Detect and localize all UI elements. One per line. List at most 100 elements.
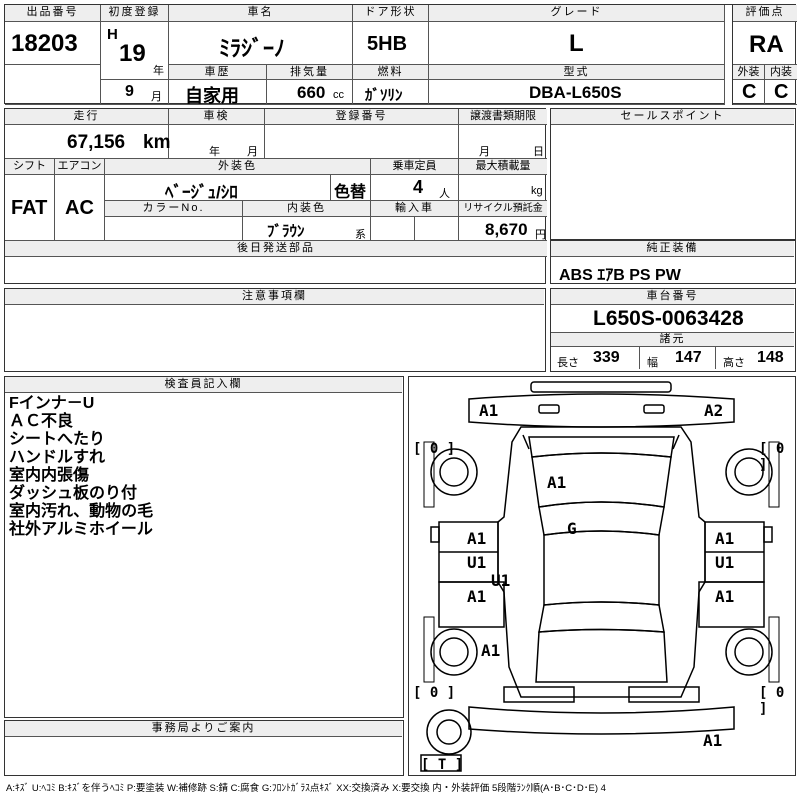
displacement-unit: cc [333, 89, 344, 101]
inspector-note: ハンドルすれ [9, 449, 106, 466]
tire-front-right: [ 0 ] [759, 441, 785, 473]
spare-tire: [ T ] [421, 757, 464, 773]
int-color-cell: ﾌﾞﾗｳﾝ 系 [243, 217, 371, 241]
header-gap [725, 5, 733, 105]
door-cell: 5HB [353, 22, 429, 65]
chassis-number: L650S-0063428 [593, 307, 744, 330]
mileage-cell: 67,156 km [5, 125, 170, 159]
length-label: 長さ [557, 357, 579, 369]
notes-block: 注意事項欄 [4, 288, 546, 372]
transfer-header: 譲渡書類期限 [459, 109, 547, 125]
history: 自家用 [185, 86, 239, 106]
color-change: 色替 [334, 184, 367, 201]
damage-hood: A1 [547, 473, 567, 492]
reg-number-header: 登録番号 [265, 109, 459, 125]
equipment: ABS ｴｱB PS PW [559, 267, 681, 284]
fuel-cell: ｶﾞｿﾘﾝ [353, 80, 429, 105]
vehicle-details-block: 走行 車検 登録番号 譲渡書類期限 67,156 km 年 月 月 日 シフト … [4, 108, 547, 284]
door-header: ドア形状 [353, 5, 429, 22]
inspector-note: 社外アルミホイール [9, 521, 153, 538]
damage-left-front-door-a: A1 [467, 529, 487, 548]
color-no-cell [105, 217, 243, 241]
tire-rear-right: [ 0 ] [759, 685, 785, 717]
inspector-note: ＡＣ不良 [9, 413, 74, 430]
inspector-note: ダッシュ板のり付 [9, 485, 138, 502]
ac: AC [65, 197, 94, 219]
recycle-cell: 8,670 円 [459, 217, 547, 241]
inspection-cell: 年 月 [169, 125, 265, 159]
era: H [107, 26, 118, 43]
notes-header: 注意事項欄 [5, 289, 544, 305]
damage-right-front-door-a: A1 [715, 529, 735, 548]
first-registration-cell: H 19 年 [101, 22, 169, 80]
color-header: 外装色 [105, 159, 371, 175]
equipment-header: 純正装備 [551, 241, 794, 257]
history-header: 車歴 [169, 65, 267, 80]
sales-point-header: セールスポイント [551, 109, 794, 125]
capacity-cell: 4 人 [371, 175, 459, 201]
score: RA [749, 31, 784, 58]
fuel: ｶﾞｿﾘﾝ [365, 87, 403, 104]
score-header: 評価点 [733, 5, 797, 22]
height-label: 高さ [723, 357, 745, 369]
recycle-header: リサイクル預託金 [459, 201, 547, 217]
color-cell: ﾍﾞｰｼﾞｭ/ｼﾛ [105, 175, 331, 202]
shift-cell: FAT [5, 175, 55, 241]
grade: L [569, 30, 584, 57]
displacement: 660 [297, 83, 326, 102]
later-parts-header: 後日発送部品 [5, 241, 547, 257]
int-color: ﾌﾞﾗｳﾝ [267, 223, 305, 240]
capacity-unit: 人 [439, 188, 450, 200]
later-parts-area [5, 257, 547, 283]
dims-divider-2 [715, 347, 716, 369]
displacement-header: 排気量 [267, 65, 353, 80]
damage-left-rear: A1 [481, 641, 501, 660]
damage-left-rear-door: A1 [467, 587, 487, 606]
max-load-cell: kg [459, 175, 547, 201]
transfer-day-unit: 日 [533, 146, 544, 158]
office-header: 事務局よりご案内 [5, 721, 402, 737]
damage-left-front-door-u: U1 [467, 553, 487, 572]
capacity: 4 [413, 177, 424, 197]
transfer-month-unit: 月 [479, 146, 490, 158]
import-header: 輸入車 [371, 201, 459, 217]
width: 147 [675, 349, 702, 366]
inspector-block: 検査員記入欄 Fインナ－U ＡＣ不良 シートへたり ハンドルすれ 室内内張傷 ダ… [4, 376, 404, 718]
shift-header: シフト [5, 159, 55, 175]
damage-right-front-door-u: U1 [715, 553, 735, 572]
model: DBA-L650S [529, 83, 622, 102]
import-cell-b [415, 217, 459, 241]
dims-header: 諸元 [551, 333, 794, 347]
history-cell: 自家用 [169, 80, 267, 106]
int-color-header: 内装色 [243, 201, 371, 217]
grade-header: グレード [429, 5, 725, 22]
mileage-header: 走行 [5, 109, 169, 125]
ac-header: エアコン [55, 159, 105, 175]
lot-number: 18203 [11, 30, 78, 57]
damage-legend: A:ｷｽﾞ U:ﾍｺﾐ B:ｷｽﾞを伴うﾍｺﾐ P:要塗装 W:補修跡 S:錆 … [6, 783, 606, 794]
car-name-cell: ﾐﾗｼﾞｰﾉ [169, 22, 353, 65]
displacement-cell: 660 cc [267, 80, 353, 105]
mileage: 67,156 [67, 132, 126, 153]
model-header: 型式 [429, 65, 725, 80]
length: 339 [593, 349, 620, 366]
inspection-month-unit: 月 [247, 146, 258, 158]
ac-cell: AC [55, 175, 105, 241]
inspector-note: 室内汚れ、動物の毛 [9, 503, 154, 520]
int-color-unit: 系 [355, 229, 366, 241]
reg-month: 9 [125, 83, 134, 100]
color: ﾍﾞｰｼﾞｭ/ｼﾛ [165, 183, 238, 202]
shift: FAT [11, 197, 48, 219]
inspector-note: 室内内張傷 [9, 467, 90, 484]
tire-front-left: [ 0 ] [413, 441, 456, 457]
lot-number-cell: 18203 [5, 22, 101, 65]
chassis-header: 車台番号 [551, 289, 794, 305]
chassis-block: 車台番号 L650S-0063428 諸元 長さ 339 幅 147 高さ 14… [550, 288, 796, 372]
fuel-header: 燃料 [353, 65, 429, 80]
recycle-unit: 円 [535, 229, 546, 241]
score-cell: RA [733, 22, 797, 65]
width-label: 幅 [647, 357, 658, 369]
sales-point-block: セールスポイント [550, 108, 796, 240]
car-name-header: 車名 [169, 5, 353, 22]
reg-month-unit: 月 [151, 91, 162, 103]
